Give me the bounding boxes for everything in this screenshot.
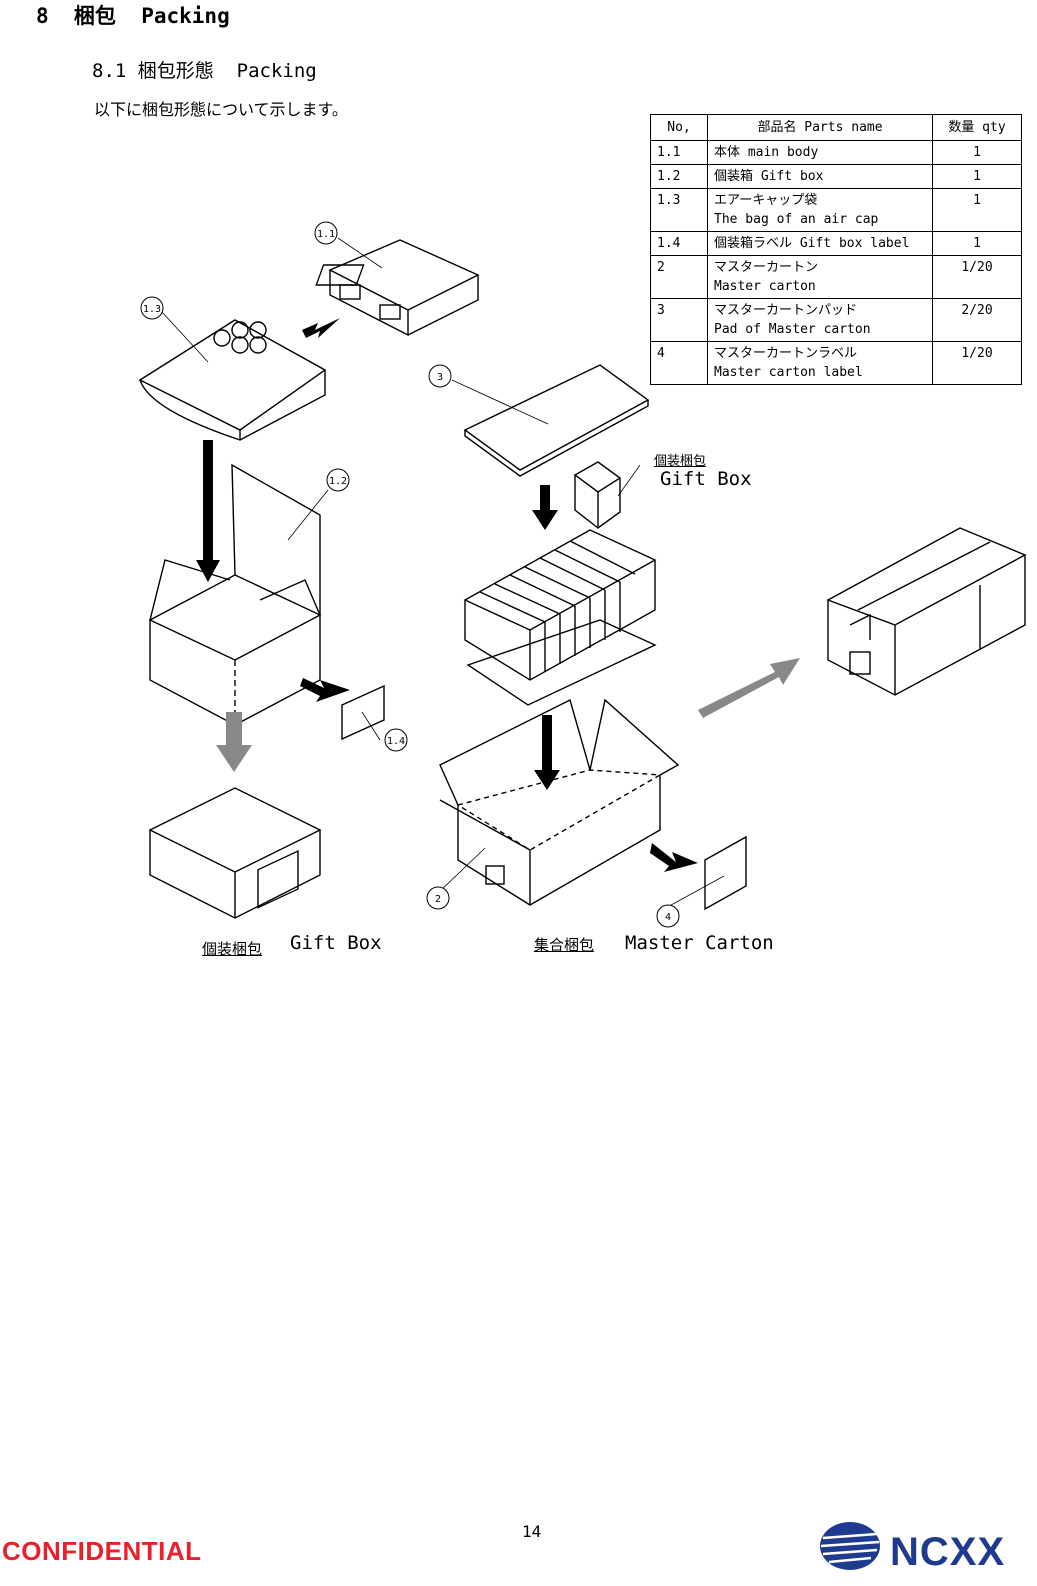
caption-left-en: Gift Box xyxy=(290,932,382,954)
intro-text: 以下に梱包形態について示します。 xyxy=(94,100,348,119)
callout-1-4-icon xyxy=(384,728,408,752)
section-heading: 8 梱包 Packing xyxy=(36,4,230,28)
row-qty: 1 xyxy=(932,164,1022,189)
ncxx-logo-text: NCXX xyxy=(890,1530,1006,1574)
arrow-black-icon xyxy=(532,485,558,530)
gift-box-small-drawing xyxy=(573,461,622,529)
arrow-black-icon xyxy=(196,440,220,582)
callout-label: 1.4 xyxy=(387,736,405,747)
callout-1-3-icon xyxy=(140,296,164,320)
row-name: マスターカートンパッド Pad of Master carton xyxy=(707,298,933,342)
ncxx-logo-icon xyxy=(820,1522,880,1570)
caption-right-en: Master Carton xyxy=(625,932,774,954)
row-name: 個装箱ラベル Gift box label xyxy=(707,231,933,256)
callout-1-2-icon xyxy=(326,468,350,492)
row-no: 1.1 xyxy=(650,140,708,165)
row-qty: 1/20 xyxy=(932,341,1022,385)
row-name-en: Master carton xyxy=(714,279,816,294)
page-number: 14 xyxy=(522,1522,542,1541)
gift-box-open-drawing xyxy=(148,463,322,726)
row-name-jp: エアーキャップ袋 xyxy=(714,193,818,208)
arrow-black-icon xyxy=(650,843,698,872)
master-carton-open-drawing xyxy=(439,698,680,906)
arrow-gray-icon xyxy=(216,712,252,772)
gift-box-label-drawing xyxy=(341,684,385,741)
main-body-drawing xyxy=(315,239,480,337)
row-name-jp: マスターカートンパッド xyxy=(714,303,858,318)
gift-box-label: Gift Box xyxy=(660,468,752,490)
row-no: 1.3 xyxy=(650,188,708,232)
callout-label: 1.1 xyxy=(317,229,335,240)
row-no: 2 xyxy=(650,255,708,299)
table-row: 2 マスターカートン Master carton 1/20 xyxy=(650,255,1022,299)
row-name-en: Master carton label xyxy=(714,365,863,380)
packing-diagram: 1.1 1.3 1.2 1.4 3 2 4 xyxy=(138,221,1027,928)
row-qty: 2/20 xyxy=(932,298,1022,342)
confidential-mark: CONFIDENTIAL xyxy=(2,1536,202,1566)
row-qty: 1 xyxy=(932,188,1022,232)
header-qty: 数量 qty xyxy=(932,114,1022,141)
subsection-heading: 8.1 梱包形態 Packing xyxy=(92,60,317,82)
callout-4-icon xyxy=(656,904,680,928)
callout-label: 1.3 xyxy=(143,304,161,315)
row-name-en: The bag of an air cap xyxy=(714,212,879,227)
row-name-jp: マスターカートンラベル xyxy=(714,346,858,361)
arrow-icons xyxy=(196,318,800,872)
master-carton-closed-drawing xyxy=(826,527,1027,696)
callout-circles xyxy=(140,221,680,928)
row-qty: 1/20 xyxy=(932,255,1022,299)
callout-label: 4 xyxy=(665,912,671,923)
callout-label: 1.2 xyxy=(329,476,347,487)
stacked-boxes-drawing xyxy=(463,529,657,706)
callout-3-icon xyxy=(428,364,452,388)
row-name-jp: 個装箱ラベル Gift box label xyxy=(714,236,910,251)
caption-left-jp: 個装梱包 xyxy=(202,940,263,958)
row-no: 1.4 xyxy=(650,231,708,256)
caption-right-jp: 集合梱包 xyxy=(534,936,595,954)
header-parts-name: 部品名 Parts name xyxy=(707,114,933,141)
row-qty: 1 xyxy=(932,231,1022,256)
arrow-black-icon xyxy=(534,715,560,790)
arrow-black-icon xyxy=(302,318,340,338)
header-no: No, xyxy=(650,114,708,141)
row-name: マスターカートンラベル Master carton label xyxy=(707,341,933,385)
arrow-gray-icon xyxy=(698,658,800,718)
callout-label: 2 xyxy=(435,894,441,905)
callout-2-icon xyxy=(426,886,450,910)
pad-top-drawing xyxy=(463,364,650,477)
table-row: 1.1 本体 main body 1 xyxy=(650,140,1022,165)
table-row: 1.2 個装箱 Gift box 1 xyxy=(650,164,1022,189)
row-name-en: Pad of Master carton xyxy=(714,322,871,337)
row-name-jp: マスターカートン xyxy=(714,260,819,275)
callout-1-1-icon xyxy=(314,221,338,245)
arrow-black-icon xyxy=(300,678,350,702)
master-carton-label-drawing xyxy=(704,835,747,911)
parts-table: No, 部品名 Parts name 数量 qty 1.1 本体 main bo… xyxy=(650,114,1022,385)
air-cap-bag-drawing xyxy=(138,319,327,441)
callout-label: 3 xyxy=(437,372,443,383)
row-name: マスターカートン Master carton xyxy=(707,255,933,299)
gift-box-small-label: 個装梱包 xyxy=(654,454,707,469)
table-header-row: No, 部品名 Parts name 数量 qty xyxy=(650,114,1022,141)
row-name-jp: 個装箱 Gift box xyxy=(714,169,824,184)
leader-lines xyxy=(161,237,725,911)
row-name: 個装箱 Gift box xyxy=(707,164,933,189)
gift-box-closed-drawing xyxy=(148,787,322,919)
table-row: 1.4 個装箱ラベル Gift box label 1 xyxy=(650,231,1022,256)
table-row: 1.3 エアーキャップ袋 The bag of an air cap 1 xyxy=(650,188,1022,232)
row-name-jp: 本体 main body xyxy=(714,145,819,160)
